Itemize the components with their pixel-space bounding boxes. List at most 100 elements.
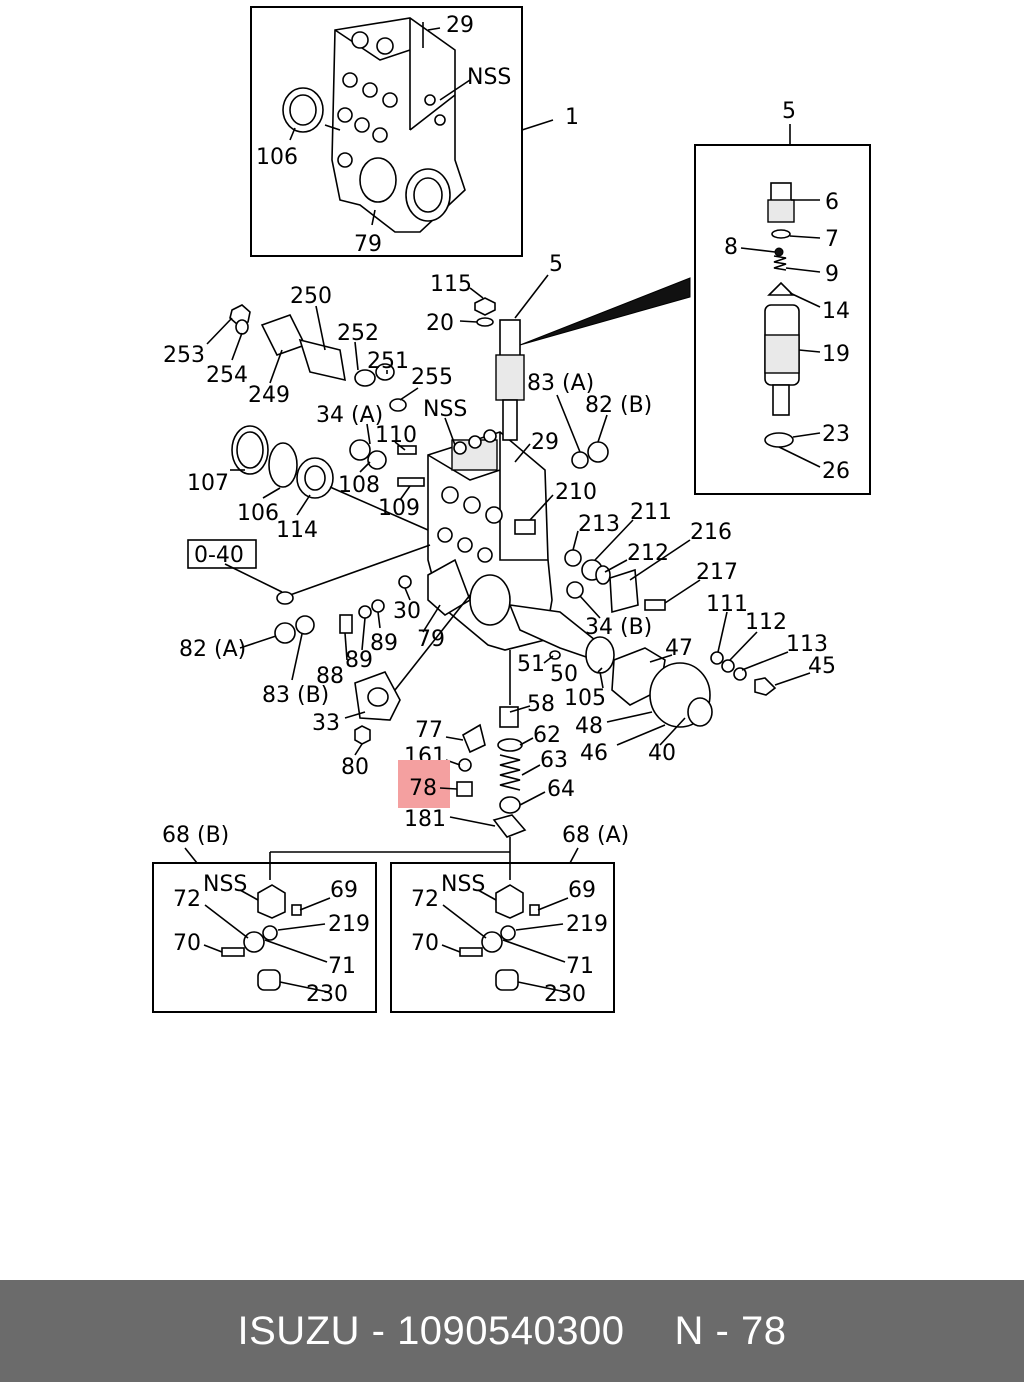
top-assembly-frame [250, 6, 523, 257]
callout-211: 211 [630, 500, 672, 525]
delivery-valve-inset-frame [694, 144, 871, 495]
callout-45: 45 [808, 654, 836, 679]
callout-29-main: 29 [531, 430, 559, 455]
footer-separator: - [371, 1308, 386, 1353]
delivery-valve-drawing [764, 182, 800, 448]
callout-80: 80 [341, 755, 369, 780]
callout-70-right: 70 [411, 931, 439, 956]
callout-63: 63 [540, 748, 568, 773]
callout-14: 14 [822, 299, 850, 324]
callout-20: 20 [426, 311, 454, 336]
callout-219-left: 219 [328, 912, 370, 937]
callout-30: 30 [393, 599, 421, 624]
callout-70-left: 70 [173, 931, 201, 956]
exploded-parts-diagram: 29 NSS 1 106 79 5 6 7 8 9 14 19 23 26 [152, 6, 871, 1013]
callout-216: 216 [690, 520, 732, 545]
main-pump-drawing [229, 297, 777, 838]
callout-1: 1 [565, 105, 579, 130]
callout-252: 252 [337, 321, 379, 346]
callout-108: 108 [338, 473, 380, 498]
callout-113: 113 [786, 632, 828, 657]
callout-48: 48 [575, 714, 603, 739]
callout-5-inset: 5 [782, 99, 796, 124]
callout-7: 7 [825, 227, 839, 252]
footer-part-number: 1090540300 [397, 1308, 625, 1353]
callout-40: 40 [648, 741, 676, 766]
callout-79-main: 79 [417, 627, 445, 652]
callout-181: 181 [404, 807, 446, 832]
footer-ref-separator: - [715, 1308, 730, 1353]
callout-106: 106 [256, 145, 298, 170]
callout-219-right: 219 [566, 912, 608, 937]
callout-230-left: 230 [306, 982, 348, 1007]
callout-9: 9 [825, 262, 839, 287]
callout-26: 26 [822, 459, 850, 484]
callout-213: 213 [578, 512, 620, 537]
callout-50: 50 [550, 662, 578, 687]
callout-82a: 82 (A) [179, 637, 246, 662]
callout-82b: 82 (B) [585, 393, 652, 418]
callout-79: 79 [354, 232, 382, 257]
callout-89b: 89 [370, 631, 398, 656]
callout-112: 112 [745, 610, 787, 635]
callout-19: 19 [822, 342, 850, 367]
callout-29: 29 [446, 13, 474, 38]
callout-89a: 89 [345, 648, 373, 673]
footer-brand: ISUZU [237, 1308, 360, 1353]
callout-110: 110 [375, 423, 417, 448]
callout-249: 249 [248, 383, 290, 408]
callout-217: 217 [696, 560, 738, 585]
callout-58: 58 [527, 692, 555, 717]
right-bottom-box [390, 862, 615, 1013]
ref-0-40: 0-40 [194, 543, 244, 568]
footer-ref-prefix: N [674, 1308, 704, 1353]
callout-106-main: 106 [237, 501, 279, 526]
callout-111: 111 [706, 592, 748, 617]
callout-nss-right: NSS [441, 872, 485, 897]
callout-88: 88 [316, 664, 344, 689]
callout-5: 5 [549, 252, 563, 277]
callout-8: 8 [724, 235, 738, 260]
callout-251: 251 [367, 349, 409, 374]
callout-69-right: 69 [568, 878, 596, 903]
part-number-footer: ISUZU - 1090540300 N - 78 [0, 1280, 1024, 1382]
callout-72-left: 72 [173, 887, 201, 912]
callout-33: 33 [312, 711, 340, 736]
callout-nss: NSS [467, 65, 511, 90]
callout-253: 253 [163, 343, 205, 368]
callout-6: 6 [825, 190, 839, 215]
callout-78-highlighted: 78 [409, 776, 437, 801]
callout-107: 107 [187, 471, 229, 496]
callout-nss-main: NSS [423, 397, 467, 422]
callout-69-left: 69 [330, 878, 358, 903]
callout-47: 47 [665, 636, 693, 661]
callout-46: 46 [580, 741, 608, 766]
callout-34b: 34 (B) [585, 615, 652, 640]
callout-72-right: 72 [411, 887, 439, 912]
inset-pointer [519, 277, 691, 346]
callout-105: 105 [564, 686, 606, 711]
callout-71-left: 71 [328, 954, 356, 979]
callout-250: 250 [290, 284, 332, 309]
callout-114: 114 [276, 518, 318, 543]
callout-71-right: 71 [566, 954, 594, 979]
callout-230-right: 230 [544, 982, 586, 1007]
callout-64: 64 [547, 777, 575, 802]
left-plunger-drawing [221, 884, 302, 991]
callout-109: 109 [378, 496, 420, 521]
callout-68b: 68 (B) [162, 823, 229, 848]
callout-254: 254 [206, 363, 248, 388]
callout-77: 77 [415, 718, 443, 743]
callout-34a: 34 (A) [316, 403, 383, 428]
callout-68a: 68 (A) [562, 823, 629, 848]
leader-lines [206, 274, 811, 880]
footer-ref-number: 78 [741, 1308, 787, 1353]
callout-210: 210 [555, 480, 597, 505]
callout-83b: 83 (B) [262, 683, 329, 708]
right-plunger-drawing [459, 884, 540, 991]
callout-115: 115 [430, 272, 472, 297]
callout-nss-left: NSS [203, 872, 247, 897]
highlight-box-78 [398, 760, 450, 808]
left-bottom-box [152, 862, 377, 1013]
callout-212: 212 [627, 541, 669, 566]
